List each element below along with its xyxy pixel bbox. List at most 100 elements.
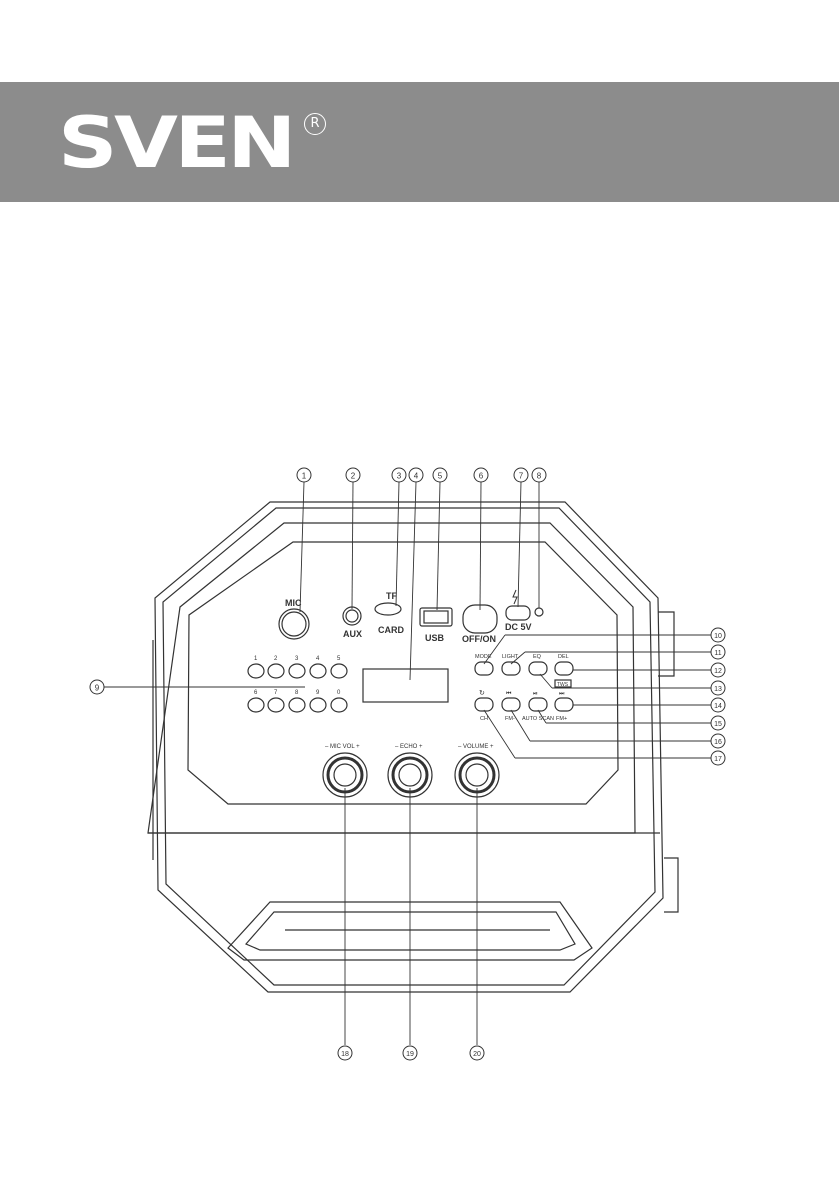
dc-port[interactable] — [505, 605, 531, 621]
volume-knob-center — [465, 763, 489, 787]
leader-17b — [483, 709, 516, 759]
label-echo: – ECHO + — [395, 744, 423, 750]
svg-text:13: 13 — [714, 686, 722, 693]
callout-markers: 1 2 3 4 5 6 7 8 9 10 11 12 13 14 15 16 1… — [89, 467, 726, 1061]
callout-1: 1 — [296, 467, 312, 483]
svg-text:16: 16 — [714, 739, 722, 746]
callout-16: 16 — [710, 733, 726, 749]
light-button[interactable] — [501, 661, 521, 676]
fm-minus-button[interactable] — [501, 697, 521, 712]
side-tab-bottom — [664, 857, 679, 913]
brand-logo: SVEN — [58, 102, 296, 184]
repeat-icon: ↻ — [479, 690, 485, 697]
digit-label: 2 — [274, 656, 278, 662]
aux-jack-ring — [345, 609, 359, 623]
mic-jack[interactable] — [278, 608, 310, 640]
label-mode: MODE — [475, 654, 492, 660]
next-icon: ⏭ — [559, 691, 565, 697]
svg-text:4: 4 — [414, 472, 419, 481]
function-labels: MODE LIGHT EQ DEL TWS CH FM- AUTO SCAN F… — [475, 654, 569, 722]
callout-4: 4 — [408, 467, 424, 483]
digit-label: 4 — [316, 656, 320, 662]
callout-9: 9 — [89, 679, 105, 695]
volume-knob-ring — [458, 756, 496, 794]
mic-vol-knob-center — [333, 763, 357, 787]
svg-text:20: 20 — [473, 1051, 481, 1058]
digit-label: 6 — [254, 690, 258, 696]
handle-outer — [227, 901, 593, 961]
svg-text:14: 14 — [714, 703, 722, 710]
digit-button-5[interactable] — [330, 663, 348, 679]
callout-11: 11 — [710, 644, 726, 660]
del-button[interactable] — [554, 661, 574, 676]
label-auto-scan: AUTO SCAN — [522, 716, 554, 722]
knob-labels: – MIC VOL + – ECHO + – VOLUME + — [325, 744, 494, 750]
mode-button[interactable] — [474, 661, 494, 676]
callout-14: 14 — [710, 697, 726, 713]
callout-6: 6 — [473, 467, 489, 483]
digit-button-3[interactable] — [288, 663, 306, 679]
header-band — [0, 82, 839, 202]
svg-text:6: 6 — [479, 472, 484, 481]
callout-7: 7 — [513, 467, 529, 483]
callout-13: 13 — [710, 680, 726, 696]
digit-button-1[interactable] — [247, 663, 265, 679]
label-usb: USB — [425, 633, 445, 643]
leader-11b — [510, 651, 526, 665]
ch-button[interactable] — [474, 697, 494, 712]
svg-text:17: 17 — [714, 756, 722, 763]
svg-text:15: 15 — [714, 721, 722, 728]
label-fm-plus: FM+ — [556, 716, 567, 722]
leader-lines — [104, 481, 711, 1045]
speaker-outline — [154, 501, 664, 993]
eq-button[interactable] — [528, 661, 548, 676]
callout-15: 15 — [710, 715, 726, 731]
leader-13b — [539, 673, 553, 689]
auto-scan-button[interactable] — [528, 697, 548, 712]
digit-button-0[interactable] — [330, 697, 348, 713]
leader-7 — [517, 481, 522, 608]
leader-10b — [483, 634, 506, 665]
callout-18: 18 — [337, 1045, 353, 1061]
tws-box — [554, 679, 572, 688]
label-volume: – VOLUME + — [458, 744, 494, 750]
svg-text:7: 7 — [519, 472, 524, 481]
prev-icon: ⏮ — [506, 691, 512, 697]
svg-text:3: 3 — [397, 472, 402, 481]
digit-button-4[interactable] — [309, 663, 327, 679]
svg-text:10: 10 — [714, 633, 722, 640]
digit-button-6[interactable] — [247, 697, 265, 713]
label-eq: EQ — [533, 654, 542, 660]
handle-inner — [245, 911, 576, 951]
panel-labels: MIC AUX TF CARD USB OFF/ON DC 5V — [285, 591, 532, 644]
label-tws: TWS — [557, 682, 569, 688]
digit-button-9[interactable] — [309, 697, 327, 713]
label-tf: TF — [386, 591, 397, 601]
digit-button-8[interactable] — [288, 697, 306, 713]
power-bolt-icon — [512, 589, 518, 605]
label-fm-minus: FM- — [505, 716, 515, 722]
echo-knob-ring — [391, 756, 429, 794]
digit-buttons — [247, 663, 348, 713]
digit-button-7[interactable] — [267, 697, 285, 713]
digit-label: 3 — [295, 656, 299, 662]
speaker-body — [147, 501, 679, 993]
side-tab-top — [658, 611, 675, 677]
label-mic-vol: – MIC VOL + — [325, 744, 360, 750]
usb-port[interactable] — [419, 607, 453, 627]
label-light: LIGHT — [502, 654, 519, 660]
fm-plus-button[interactable] — [554, 697, 574, 712]
led-indicator — [534, 607, 544, 617]
digit-button-2[interactable] — [267, 663, 285, 679]
digit-label: 7 — [274, 690, 278, 696]
usb-port-inner — [423, 610, 449, 624]
tf-card-slot[interactable] — [374, 602, 402, 616]
svg-text:2: 2 — [351, 472, 356, 481]
digit-label: 1 — [254, 656, 258, 662]
label-ch: CH — [480, 716, 488, 722]
mic-jack-ring — [281, 611, 307, 637]
svg-text:19: 19 — [406, 1051, 414, 1058]
speaker-outline-inner — [162, 507, 656, 986]
play-pause-icon: ⏯ — [533, 691, 538, 697]
